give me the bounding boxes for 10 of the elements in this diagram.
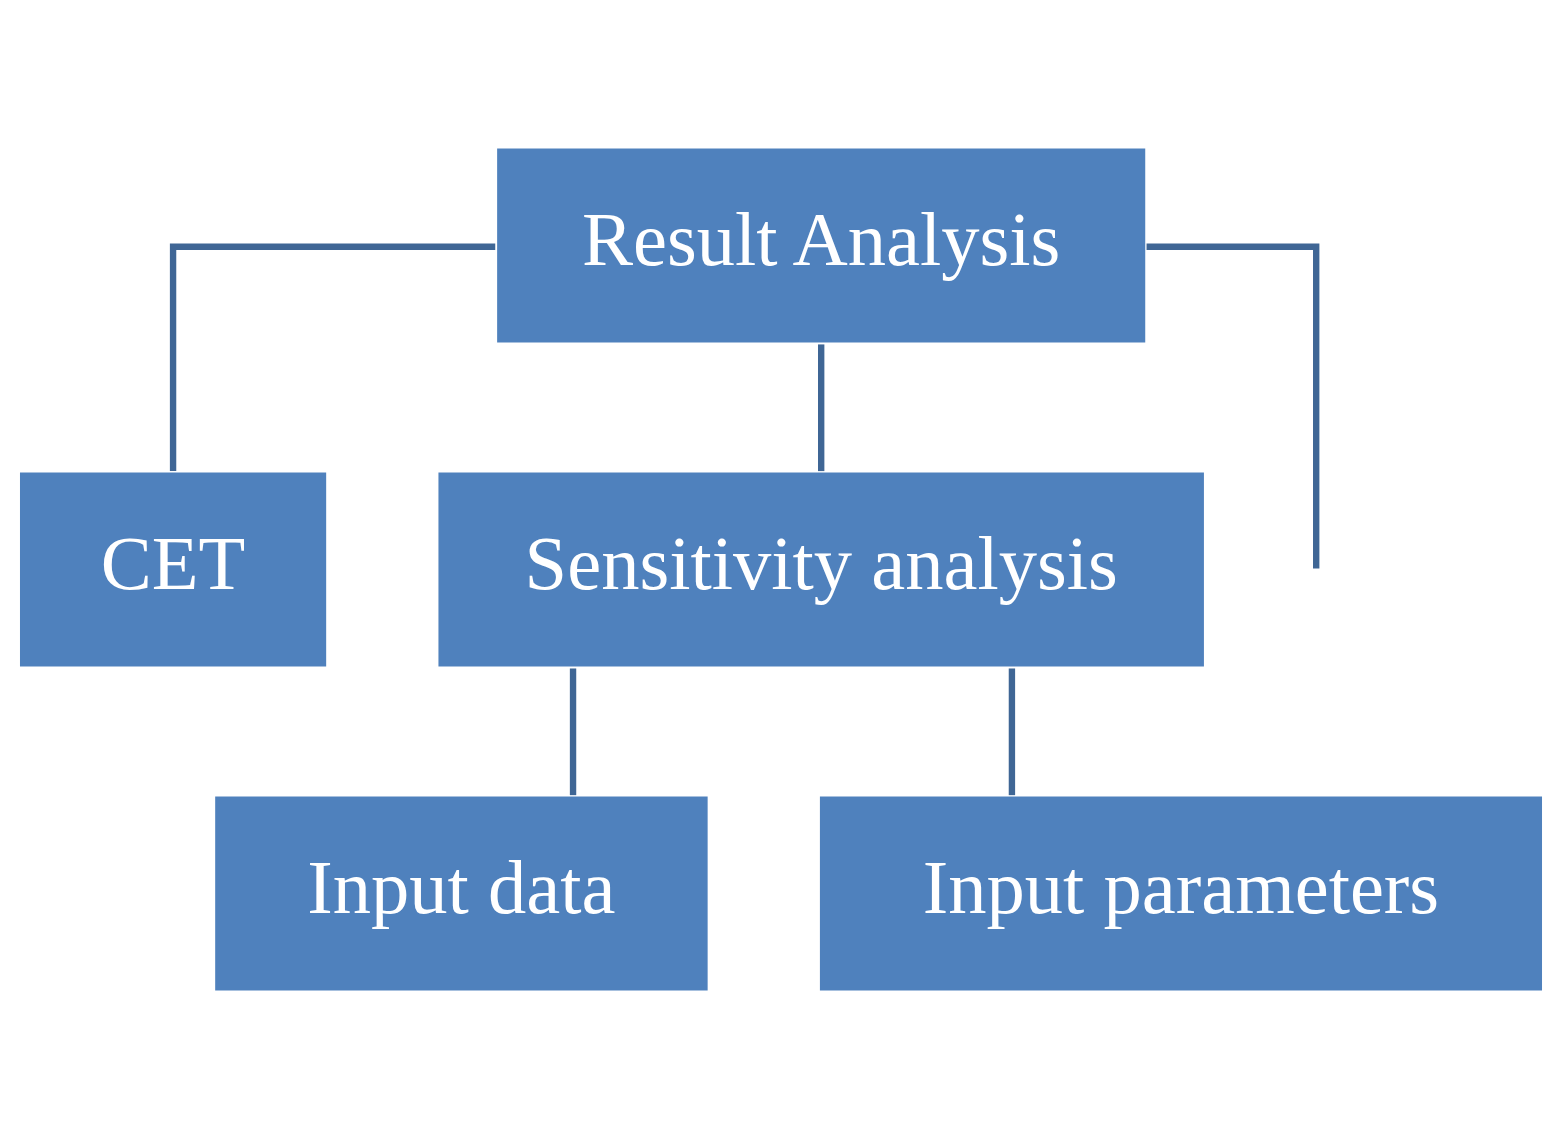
node-box: Input data (212, 794, 711, 994)
connector (169, 243, 496, 471)
node-box: Input parameters (817, 794, 1545, 994)
node-box: CET (17, 470, 329, 669)
connector (569, 668, 577, 796)
connector (1146, 243, 1320, 569)
connector (1008, 668, 1016, 796)
connector (818, 344, 825, 472)
node-box: Sensitivity analysis (435, 470, 1207, 669)
node-box: Result Analysis (494, 145, 1148, 345)
